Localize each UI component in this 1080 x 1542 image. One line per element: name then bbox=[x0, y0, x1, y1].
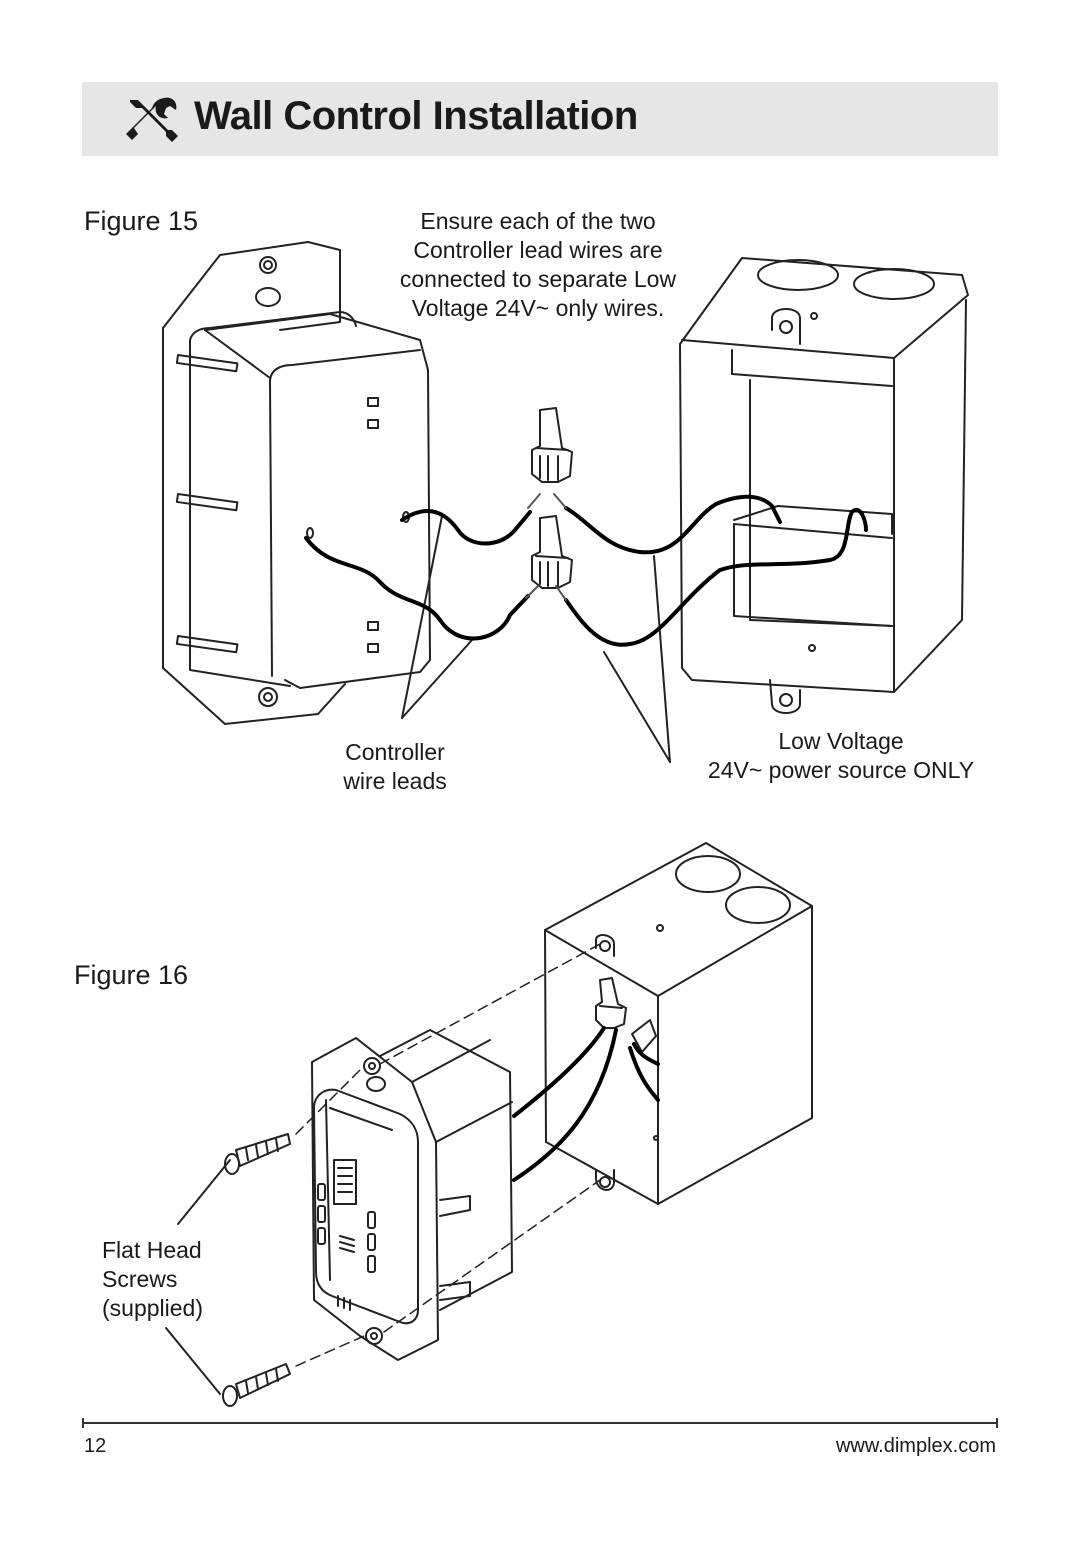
page-number: 12 bbox=[84, 1435, 107, 1457]
screws-label: Flat Head Screws (supplied) bbox=[102, 1236, 262, 1323]
screws-line: Screws bbox=[102, 1266, 178, 1292]
screw-icon bbox=[222, 1363, 291, 1407]
wall-control-unit bbox=[162, 241, 431, 725]
section-header: Wall Control Installation bbox=[82, 82, 998, 156]
wiring bbox=[304, 494, 868, 647]
controller-leads-line: wire leads bbox=[343, 768, 447, 794]
controller-leads-line: Controller bbox=[345, 739, 445, 765]
wall-control-unit bbox=[311, 1029, 513, 1361]
figure-16-label: Figure 16 bbox=[74, 960, 189, 990]
wire-note-line: connected to separate Low bbox=[399, 266, 677, 292]
footer-rule bbox=[82, 1418, 998, 1428]
website-link[interactable]: www.dimplex.com bbox=[835, 1435, 996, 1457]
screw-icon bbox=[224, 1133, 291, 1175]
power-source-line: 24V~ power source ONLY bbox=[707, 757, 975, 783]
power-source-label: Low Voltage 24V~ power source ONLY bbox=[684, 727, 998, 785]
wiring bbox=[512, 1026, 660, 1182]
wire-note: Ensure each of the two Controller lead w… bbox=[360, 207, 716, 323]
tools-icon bbox=[126, 97, 178, 142]
wire-nut bbox=[531, 515, 573, 589]
electrical-box bbox=[544, 842, 813, 1205]
screws-line: (supplied) bbox=[102, 1295, 203, 1321]
wire-nut bbox=[531, 407, 573, 483]
electrical-box bbox=[679, 257, 969, 714]
power-source-line: Low Voltage bbox=[778, 728, 904, 754]
wire-note-line: Voltage 24V~ only wires. bbox=[411, 295, 665, 321]
figure-15-label: Figure 15 bbox=[84, 206, 199, 236]
screws-line: Flat Head bbox=[102, 1237, 202, 1263]
wire-nut bbox=[595, 977, 657, 1053]
wire-note-line: Controller lead wires are bbox=[413, 237, 663, 263]
controller-leads-label: Controller wire leads bbox=[300, 738, 490, 796]
page-title: Wall Control Installation bbox=[194, 94, 638, 138]
wire-note-line: Ensure each of the two bbox=[420, 208, 656, 234]
